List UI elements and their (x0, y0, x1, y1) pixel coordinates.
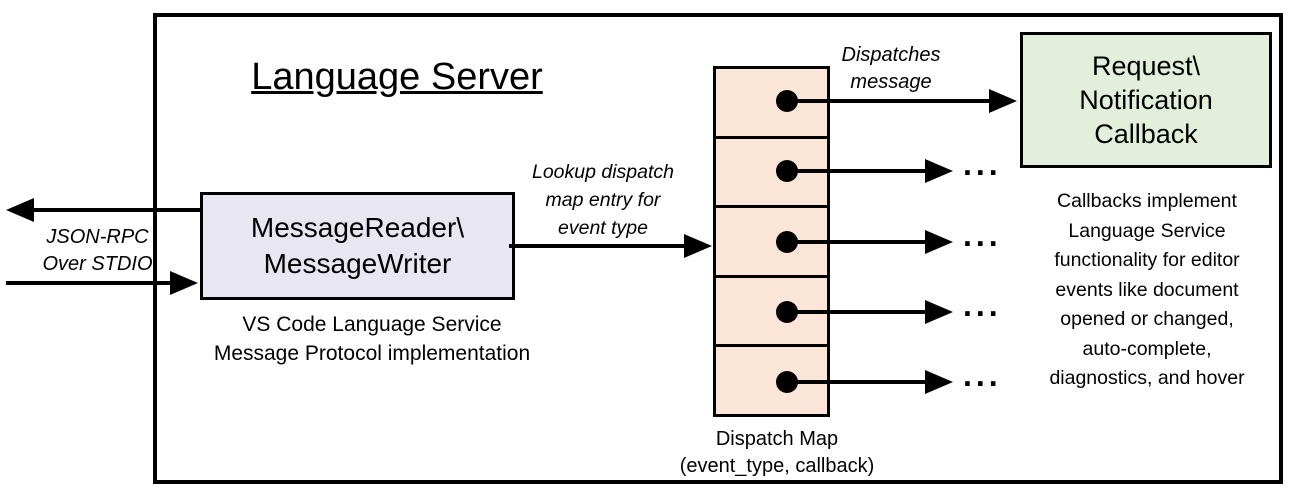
callback-box-line1: Request\ (1091, 51, 1201, 81)
reader-box-caption: VS Code Language Service Message Protoco… (187, 310, 557, 368)
lookup-label-line3: event type (558, 217, 648, 239)
callbacks-note-line4: events like document (1055, 278, 1239, 301)
callback-box-line2: Notification (1079, 85, 1213, 115)
callbacks-note-line7: diagnostics, and hover (1049, 367, 1245, 389)
reader-box-line2: MessageWriter (263, 248, 452, 279)
stdio-out-arrowhead-icon (6, 198, 34, 222)
reader-caption-line1: VS Code Language Service (242, 313, 502, 336)
dispatch-map-cell-2 (716, 135, 827, 206)
reader-caption-line2: Message Protocol implementation (213, 342, 531, 365)
dispatch-map-cell-1 (716, 69, 827, 136)
ellipsis-row-5: ... (963, 357, 1002, 393)
io-label-line2: Over STDIO (42, 253, 153, 275)
dispatch-label-line1: Dispatches (841, 44, 941, 66)
ellipsis-row-3: ... (963, 217, 1002, 253)
map-caption-line2: (event_type, callback) (679, 455, 875, 477)
callbacks-note-line2: Language Service (1068, 219, 1226, 242)
diagram-title: Language Server (251, 56, 543, 98)
request-notification-callback-box: Request\ Notification Callback (1020, 32, 1272, 168)
callbacks-note-line5: opened or changed, (1060, 308, 1234, 330)
callbacks-note: Callbacks implement Language Service fun… (1022, 187, 1272, 394)
dispatch-map-caption: Dispatch Map (event_type, callback) (657, 426, 897, 480)
dispatches-message-label: Dispatches message (806, 42, 976, 96)
lookup-label-line1: Lookup dispatch (531, 161, 675, 183)
callbacks-note-line3: functionality for editor (1054, 249, 1240, 271)
reader-box-line1: MessageReader\ (250, 212, 465, 243)
json-rpc-stdio-label: JSON-RPC Over STDIO (15, 224, 180, 278)
callback-box-line3: Callback (1094, 119, 1198, 149)
lookup-label-line2: map entry for (545, 189, 661, 211)
dispatch-map-cell-4 (716, 274, 827, 345)
map-caption-line1: Dispatch Map (715, 428, 839, 450)
dispatch-map-box (713, 66, 830, 417)
ellipsis-row-2: ... (963, 146, 1002, 182)
dispatch-map-cell-5 (716, 344, 827, 414)
ellipsis-row-4: ... (963, 287, 1002, 323)
io-label-line1: JSON-RPC (46, 226, 149, 248)
message-reader-writer-box: MessageReader\ MessageWriter (200, 192, 515, 300)
callbacks-note-line1: Callbacks implement (1057, 190, 1237, 212)
dispatch-map-cell-3 (716, 205, 827, 275)
dispatch-label-line2: message (850, 71, 932, 93)
lookup-dispatch-label: Lookup dispatch map entry for event type (508, 158, 698, 242)
callbacks-note-line6: auto-complete, (1082, 337, 1212, 360)
